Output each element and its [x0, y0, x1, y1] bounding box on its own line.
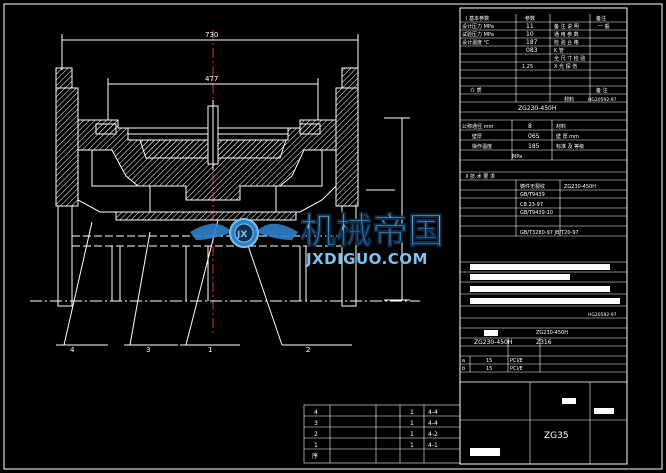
spec-header-value: 参数 [525, 15, 535, 22]
spec-mid-label: 公称通径 mm [462, 123, 493, 130]
revision-mark: a [462, 358, 465, 364]
spec-row-label: 试验压力 MPa [462, 31, 494, 38]
revision-mark: b [462, 366, 465, 372]
bom-grid [303, 381, 628, 465]
title-block-material: ZG35 [544, 431, 569, 441]
spec-row-value: 10 [526, 31, 534, 38]
spec-mid-label: 壁厚 [472, 133, 482, 140]
spec-req-b: GB/T9439 [520, 192, 545, 198]
bom-row-ref: 4-4 [428, 409, 438, 416]
bom-row-no: 3 [314, 420, 318, 427]
bom-row-qty: 1 [410, 431, 414, 438]
spec-req-b: ZG230-450H [564, 184, 596, 190]
watermark-badge: JX [236, 230, 247, 240]
spec-row-value: 11 [526, 23, 534, 30]
spec-mid-label: 操作温度 [472, 143, 492, 150]
bom-row-ref: 4-4 [428, 420, 438, 427]
spec-mid-value: 185 [528, 143, 540, 150]
spec-header-params: Ⅰ 基本参数 [466, 15, 489, 22]
balloon-2: 2 [306, 346, 310, 354]
spec-mid-value: 8 [528, 123, 532, 130]
spec-row-value: 187 [526, 39, 538, 46]
spec-pressure-unit: MPa [512, 154, 522, 160]
dimension-inner-width: 477 [205, 75, 218, 83]
spec-part-ref: Z316 [536, 339, 552, 346]
spec-mid-note: 材料 [556, 123, 566, 130]
spec-row-note: K 管 [554, 47, 564, 54]
spec-mid-note: 壁 厚 mm [556, 133, 579, 140]
spec-req-b: CB 23-97 [520, 202, 543, 208]
spec-subheader-note: 备 注 [596, 87, 608, 94]
spec-standard-note: HG20592-97 [588, 312, 617, 318]
revision-ref: PCI/E [510, 366, 523, 372]
bom-row-ref: 4-1 [428, 442, 438, 449]
revision-count: 15 [486, 366, 492, 372]
bom-row-qty: 1 [410, 420, 414, 427]
revision-count: 15 [486, 358, 492, 364]
spec-row-note2: 一 般 [598, 23, 610, 30]
balloon-4: 4 [70, 346, 75, 354]
dimension-overall-width: 730 [205, 31, 218, 39]
watermark-chinese: 机械帝国 [300, 211, 444, 252]
spec-mid-value: 065 [528, 133, 540, 140]
spec-row-note: 备 注 说 明 [554, 23, 579, 30]
bom-row-no: 4 [314, 409, 318, 416]
spec-code-label: 材料 [564, 96, 574, 103]
spec-row-note: 通 用 参 数 [554, 31, 579, 38]
balloon-1: 1 [208, 346, 212, 354]
spec-row-note: X 光 探 伤 [554, 63, 577, 70]
spec-section2-title: Ⅱ 技 术 要 求 [466, 173, 495, 180]
balloon-3: 3 [146, 346, 150, 354]
spec-part-code: ZG230-450H [536, 330, 568, 336]
bom-row-qty: 1 [410, 442, 414, 449]
watermark-logo [190, 218, 298, 248]
spec-row-label: 设计压力 MPa [462, 23, 494, 30]
spec-code-material: ZG230-450H [518, 105, 556, 112]
spec-row-value: 083 [526, 47, 538, 54]
spec-req-b: GB/T9439-10 [520, 210, 553, 216]
bom-row-no: 2 [314, 431, 318, 438]
spec-row-note: 检 验 合 格 [554, 39, 579, 46]
spec-mid-note: 标准 及 等级 [556, 143, 584, 150]
bom-row-no: 1 [314, 442, 318, 449]
spec-req-b: GB/T3280-97 JB/T20-97 [520, 230, 579, 236]
spec-header-note: 备注 [596, 15, 606, 22]
section-view [30, 30, 420, 346]
spec-row-value: 1.25 [522, 64, 533, 70]
spec-subheader-medium: 介 质 [470, 87, 482, 94]
spec-code-standard: HG20592-97 [588, 97, 617, 103]
spec-part-code-2: ZG230-450H [474, 339, 512, 346]
revision-ref: PCI/E [510, 358, 523, 364]
bom-row-ref: 4-2 [428, 431, 438, 438]
bom-row-qty: 1 [410, 409, 414, 416]
spec-row-label: 设计温度 ℃ [462, 39, 490, 46]
spec-filled-cells [470, 264, 620, 456]
spec-req-a: 铸件无裂纹 [520, 183, 545, 190]
spec-row-note: 全 尺 寸 检 验 [554, 55, 585, 62]
spec-table-grid [460, 14, 627, 383]
bom-header-no: 序 [312, 452, 318, 460]
watermark-url: JXDIGUO.COM [305, 250, 428, 268]
